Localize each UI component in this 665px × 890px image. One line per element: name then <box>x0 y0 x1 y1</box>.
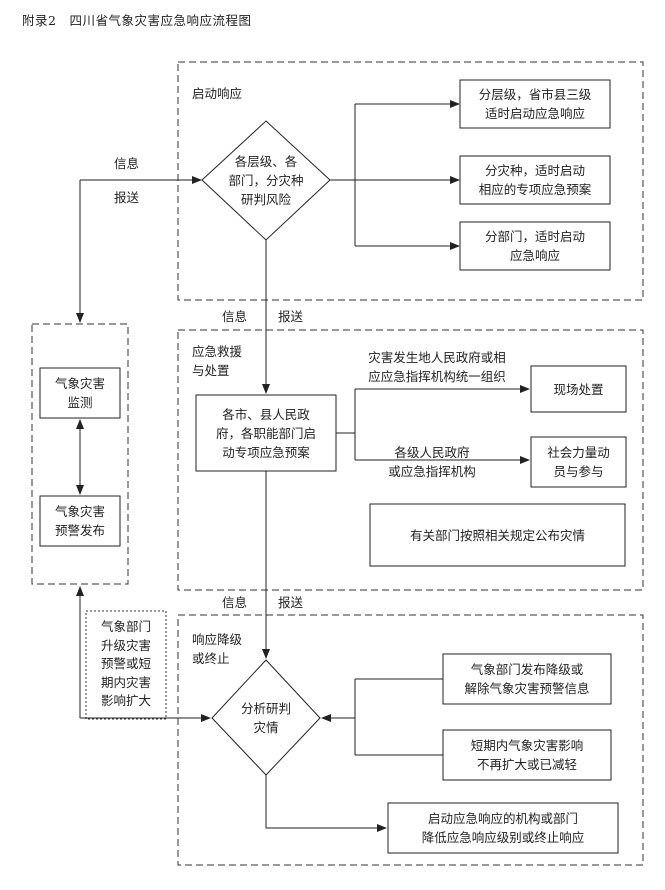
box-tiered-response-text: 分层级，省市县三级适时启动应急响应 <box>478 87 592 121</box>
box-tiered-response <box>459 79 611 129</box>
box-social-forces-text: 社会力量动员与参与 <box>547 445 610 479</box>
box-activate-plans-text: 各市、县人民政 府，各职能部门启 动专项应急预案 <box>215 406 316 460</box>
box-impact-reduced <box>442 729 612 781</box>
box-publish-disaster-text: 有关部门按照相关规定公布灾情 <box>409 527 585 543</box>
box-release-downgrade <box>442 653 612 705</box>
box-social-forces <box>530 436 627 488</box>
info-label-mid: 信息 <box>222 309 248 324</box>
box-release-downgrade-text: 气象部门发布降级或解除气象灾害预警信息 <box>464 662 590 696</box>
box-warning <box>39 495 121 547</box>
diamond-assess-risk-text: 各层级、各 部门，分灾种 研判风险 <box>228 153 304 207</box>
section-frame-start <box>177 61 644 301</box>
section-label-downgrade: 响应降级 或终止 <box>192 632 243 666</box>
figure-title: 附录2 四川省气象灾害应急响应流程图 <box>22 13 252 28</box>
box-publish-disaster <box>369 503 626 567</box>
arrow-diamond2-to-terminate <box>265 775 387 832</box>
box-site-handling-text: 现场处置 <box>553 381 604 397</box>
section-frame-rescue <box>177 329 644 591</box>
section-frame-monitor <box>31 323 129 585</box>
box-hazard-plan <box>459 155 611 205</box>
report-label-low: 报送 <box>278 595 304 610</box>
box-activate-plans <box>195 394 337 472</box>
section-label-rescue: 应急救援 与处置 <box>192 344 243 378</box>
info-label-low: 信息 <box>222 595 248 610</box>
box-department-response-text: 分部门，适时启动应急响应 <box>484 229 585 263</box>
section-frame-downgrade <box>177 614 644 866</box>
box-site-handling <box>530 365 627 413</box>
arrow-label-unified: 灾害发生地人民政府或相 应应急指挥机构统一组织 <box>368 350 506 384</box>
box-monitoring-text: 气象灾害监测 <box>54 376 105 410</box>
section-label-start: 启动响应 <box>192 86 243 101</box>
upgrade-note-frame <box>85 610 167 720</box>
box-monitoring <box>39 367 121 419</box>
arrow-label-government: 各级人民政府 或应急指挥机构 <box>388 445 476 479</box>
box-warning-text: 气象灾害预警发布 <box>54 504 105 538</box>
box-hazard-plan-text: 分灾种，适时启动相应的专项应急预案 <box>478 163 592 197</box>
box-lower-terminate <box>387 802 619 854</box>
info-label-top: 信息 <box>114 156 140 171</box>
upgrade-note-text: 气象部门 升级灾害 预警或短 期内灾害 影响扩大 <box>100 619 151 708</box>
box-department-response <box>459 221 611 271</box>
report-label-mid: 报送 <box>278 309 304 324</box>
report-label-top: 报送 <box>114 190 140 205</box>
box-impact-reduced-text: 短期内气象灾害影响不再扩大或已减轻 <box>470 738 584 772</box>
diamond-analyze-disaster-text: 分析研判灾情 <box>240 701 291 735</box>
box-lower-terminate-text: 启动应急响应的机构或部门降低应急响应级别或终止响应 <box>421 811 585 845</box>
